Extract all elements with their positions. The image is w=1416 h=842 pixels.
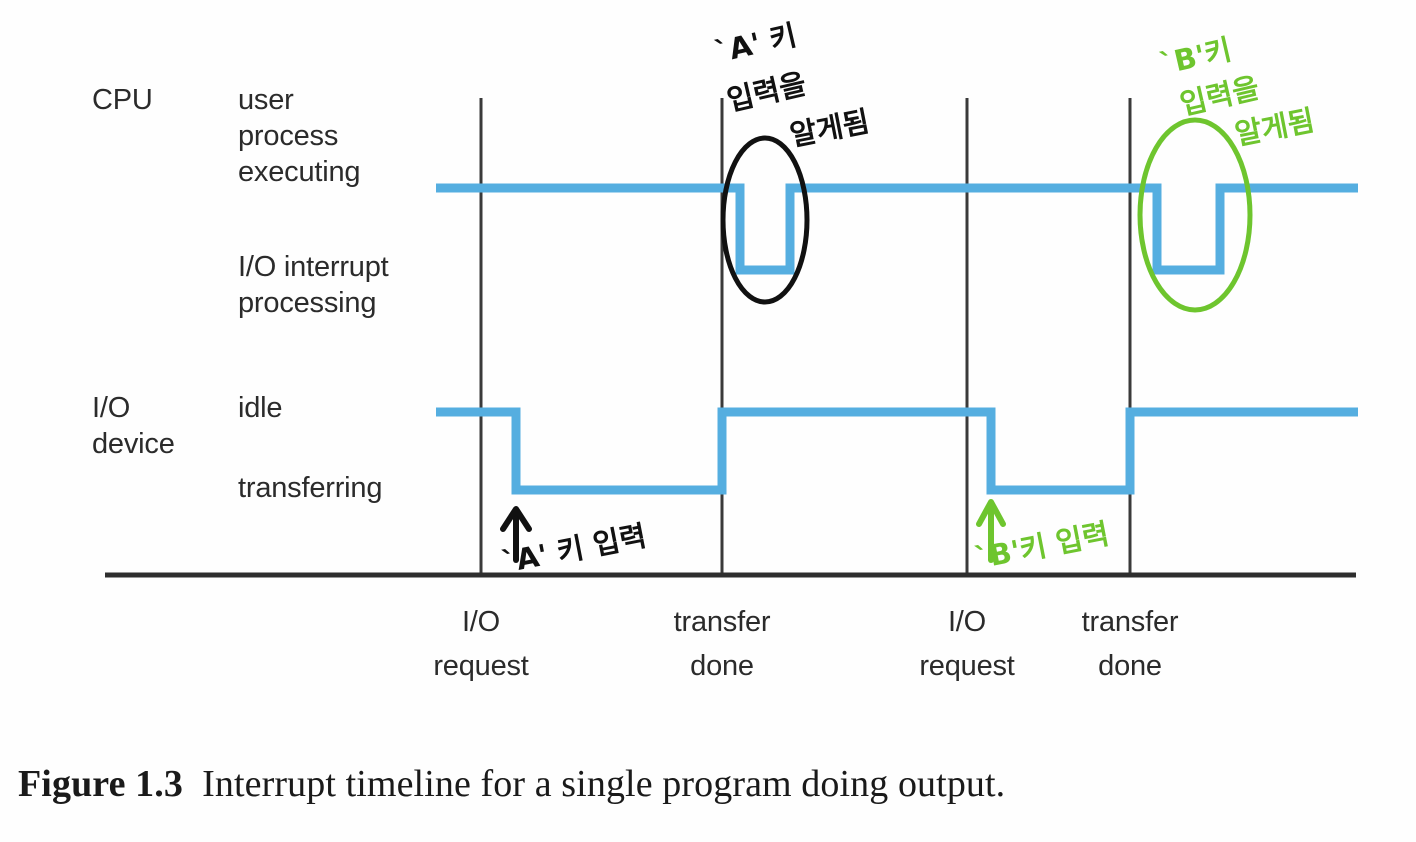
figure-caption-text: Interrupt timeline for a single program … — [202, 763, 1006, 805]
io-state-high-label: idle — [238, 392, 283, 424]
arrow-b-key-input — [976, 499, 1006, 563]
highlight-ellipse-a-interrupt — [720, 135, 810, 305]
figure-caption-number: Figure 1.3 — [18, 763, 183, 805]
tick-label-io-request-1: I/O request — [433, 606, 529, 682]
tick-label-transfer-done-1: transfer done — [673, 606, 771, 682]
io-device-signal-waveform — [436, 407, 1358, 495]
cpu-state-low-label: I/O interrupt processing — [238, 251, 389, 319]
cpu-signal-waveform — [436, 183, 1358, 275]
cpu-state-high-label: user process executing — [238, 84, 361, 188]
figure-caption: Figure 1.3 Interrupt timeline for a sing… — [18, 762, 1408, 806]
row-label-io-device: I/O device — [92, 392, 175, 460]
tick-label-transfer-done-2: transfer done — [1081, 606, 1179, 682]
arrow-a-key-input — [500, 506, 532, 563]
tick-label-io-request-2: I/O request — [919, 606, 1015, 682]
highlight-ellipse-b-interrupt — [1137, 117, 1253, 313]
row-label-cpu: CPU — [92, 84, 153, 116]
event-gridlines — [479, 98, 1132, 575]
io-state-low-label: transferring — [238, 472, 383, 504]
